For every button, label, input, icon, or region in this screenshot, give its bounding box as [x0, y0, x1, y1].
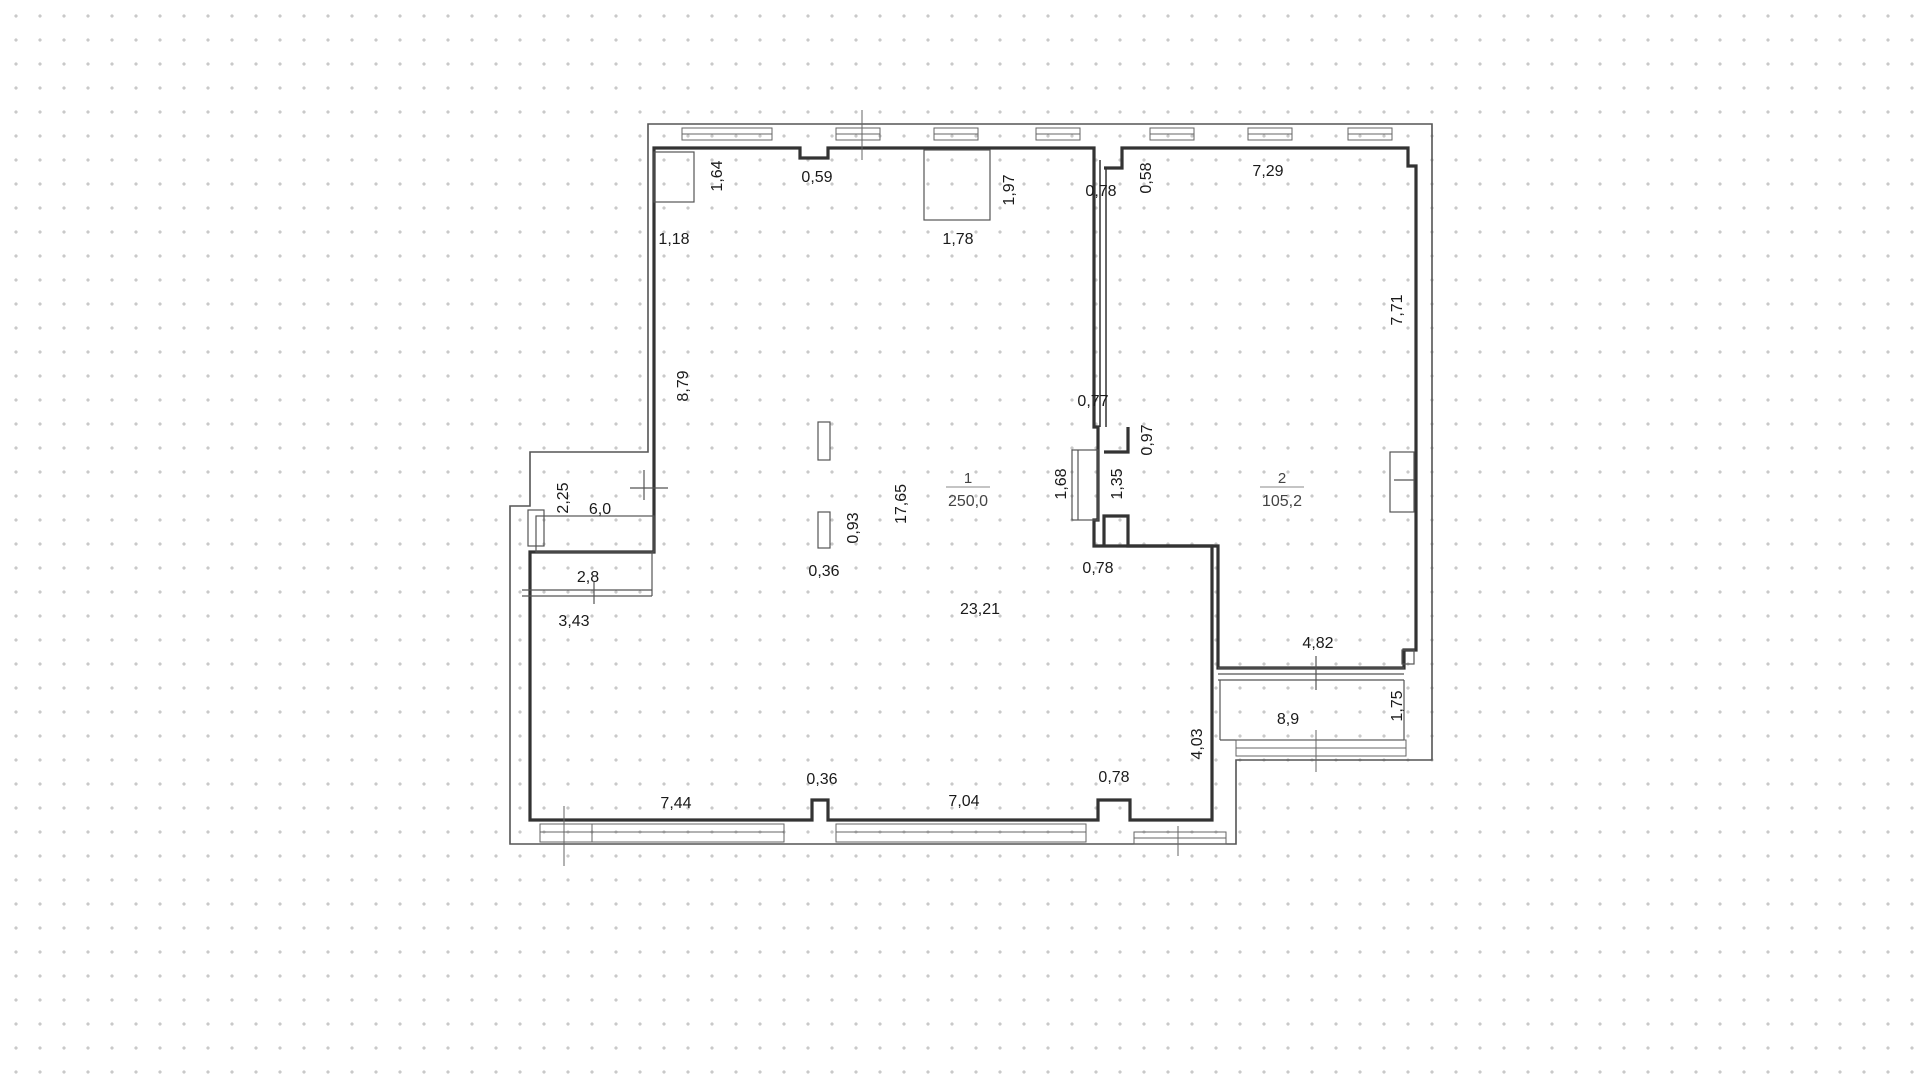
dim-1-68: 1,68 — [1053, 468, 1070, 499]
dim-1-35: 1,35 — [1109, 468, 1126, 499]
dim-1-75: 1,75 — [1389, 690, 1406, 721]
dim-8-79: 8,79 — [675, 370, 692, 401]
inner-partition — [1099, 160, 1218, 547]
dimension-labels: 1,64 0,59 1,97 0,78 0,58 7,29 1,18 1,78 … — [555, 160, 1406, 812]
dim-0-58: 0,58 — [1138, 162, 1155, 193]
dim-1-78: 1,78 — [942, 231, 973, 248]
dim-1-64: 1,64 — [709, 160, 726, 191]
dim-7-71: 7,71 — [1389, 294, 1406, 325]
dim-4-82: 4,82 — [1302, 635, 1333, 652]
room-labels: 1 250,0 2 105,2 — [946, 470, 1304, 510]
dim-4-03: 4,03 — [1189, 728, 1206, 759]
dim-0-93: 0,93 — [845, 512, 862, 543]
outer-contour — [509, 123, 1433, 845]
column-2 — [817, 511, 831, 549]
dim-0-36-bottom: 0,36 — [806, 771, 837, 788]
dim-0-59: 0,59 — [801, 169, 832, 186]
column-1 — [817, 421, 831, 461]
dim-7-44: 7,44 — [660, 795, 691, 812]
windows-bottom — [539, 730, 1407, 866]
room-1-number: 1 — [964, 470, 972, 487]
dim-1-18: 1,18 — [658, 231, 689, 248]
dim-0-78-mid: 0,78 — [1082, 560, 1113, 577]
dim-0-78-bottom: 0,78 — [1098, 769, 1129, 786]
dim-0-36-mid: 0,36 — [808, 563, 839, 580]
dim-3-43: 3,43 — [558, 613, 589, 630]
dim-8-9: 8,9 — [1277, 711, 1299, 728]
dim-0-97: 0,97 — [1139, 424, 1156, 455]
dim-0-78-top: 0,78 — [1085, 183, 1116, 200]
niche-lines — [522, 149, 1415, 741]
dim-17-65: 17,65 — [893, 484, 910, 524]
dim-2-25: 2,25 — [555, 482, 572, 513]
dim-23-21: 23,21 — [960, 601, 1000, 618]
room-1-area: 250,0 — [948, 493, 988, 510]
room-2-walls — [1102, 146, 1418, 670]
windows-top — [681, 110, 1393, 160]
dim-1-97: 1,97 — [1001, 174, 1018, 205]
dim-7-29: 7,29 — [1252, 163, 1283, 180]
dim-2-8: 2,8 — [577, 569, 599, 586]
dim-7-04: 7,04 — [948, 793, 979, 810]
dim-0-77: 0,77 — [1077, 393, 1108, 410]
room-1-walls — [528, 146, 1214, 822]
dim-6-0: 6,0 — [589, 501, 611, 518]
room-2-area: 105,2 — [1262, 493, 1302, 510]
room-2-number: 2 — [1278, 470, 1286, 487]
